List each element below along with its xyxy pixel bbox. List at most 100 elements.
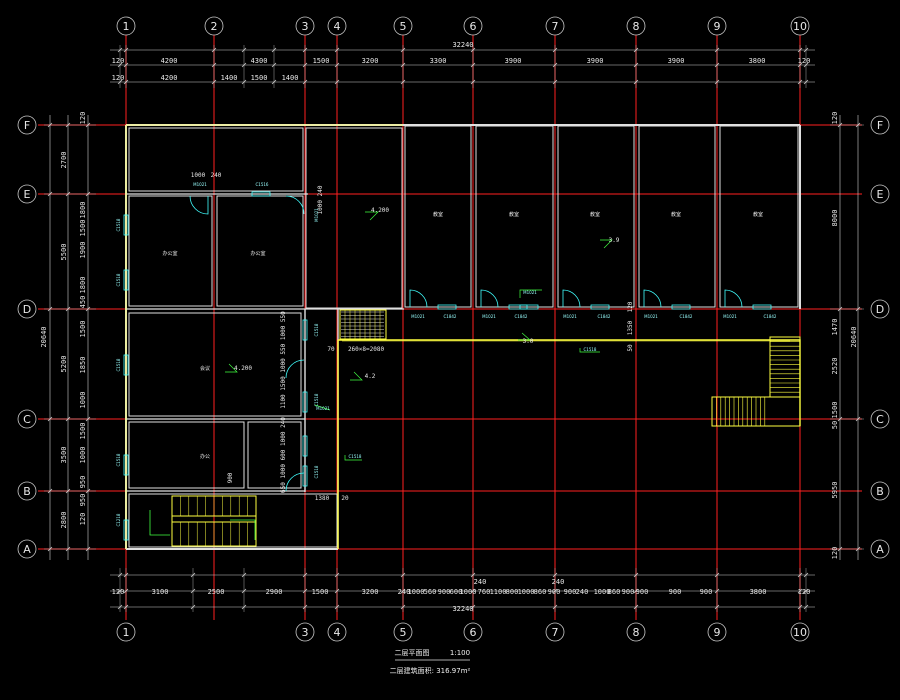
- room-wall: [128, 312, 302, 417]
- window-mark: [123, 519, 129, 541]
- axis-label-top: 1: [123, 20, 130, 33]
- dim-left-inner: 120: [79, 112, 87, 125]
- window-mark: [508, 304, 528, 310]
- dim-right-inner: 1500: [831, 402, 839, 419]
- dim-stack: 650 1000 600 1000 240: [280, 417, 287, 493]
- dim-left-inner: 1000: [79, 447, 87, 464]
- axis-label-bottom: 10: [793, 626, 807, 639]
- door-swing: [480, 289, 499, 308]
- elev-mark: [600, 239, 613, 249]
- axis-label-top: 3: [302, 20, 309, 33]
- axis-label-right: D: [876, 303, 884, 316]
- axis-label-right: C: [876, 413, 884, 426]
- axis-bubble-left: [17, 409, 37, 429]
- axis-bubble-right: [870, 539, 890, 559]
- dim-label: 120: [627, 301, 634, 312]
- window-mark: [437, 304, 457, 310]
- room-wall: [128, 421, 245, 489]
- room-wall: [128, 127, 304, 192]
- classroom-label: 教室: [753, 211, 763, 218]
- elevation-label: 4.200: [371, 207, 389, 214]
- dim-bottom-row1b: 900: [564, 588, 577, 596]
- dim-bottom-extra: 900: [700, 588, 713, 596]
- drawing-scale: 1:100: [450, 649, 470, 657]
- axis-bubble-bottom: [116, 622, 136, 642]
- dim-label: 900: [227, 472, 234, 483]
- dim-right-outer: 5950: [831, 482, 839, 499]
- dim-bottom-row1b: 240: [398, 588, 411, 596]
- door-tag: M1021: [411, 314, 425, 319]
- axis-label-bottom: 4: [334, 626, 341, 639]
- dim-bottom-total: 32240: [452, 605, 473, 613]
- dim-top-row2: 1400: [282, 74, 299, 82]
- window-mark: [671, 304, 691, 310]
- door-tag: M1021: [193, 182, 207, 187]
- dim-bottom-row1: 120: [798, 588, 811, 596]
- annotations: [149, 211, 613, 540]
- axis-bubble-bottom: [626, 622, 646, 642]
- axis-label-top: 4: [334, 20, 341, 33]
- dim-bottom-row1: 2900: [266, 588, 283, 596]
- dim-left-inner: 1500: [79, 321, 87, 338]
- dim-left-outer: 5500: [60, 244, 68, 261]
- axis-label-right: A: [876, 543, 884, 556]
- dim-left-outer: 3500: [60, 447, 68, 464]
- dim-bottom-row1b: 1000: [460, 588, 477, 596]
- dim-label: 50: [627, 344, 634, 352]
- elevation-label: 4.200: [234, 365, 252, 372]
- axis-bubble-left: [17, 184, 37, 204]
- axis-label-left: F: [24, 119, 30, 132]
- window-mark: [302, 465, 308, 487]
- door-tag: C1518: [349, 454, 362, 459]
- elev-mark: [225, 363, 238, 373]
- dim-bottom-row1b: 1100: [490, 588, 507, 596]
- axis-label-top: 9: [714, 20, 721, 33]
- window-tag: C1518: [314, 393, 319, 406]
- axis-label-bottom: 5: [400, 626, 407, 639]
- dim-top-row1: 4200: [161, 57, 178, 65]
- dim-right-inner: 1470: [831, 319, 839, 336]
- window-mark: [302, 435, 308, 457]
- axis-label-top: 10: [793, 20, 807, 33]
- elev-mark: [350, 371, 363, 381]
- dim-bottom-row1b: 860: [534, 588, 547, 596]
- axis-label-left: D: [23, 303, 31, 316]
- axis-bubble-top: [545, 16, 565, 36]
- dim-right-inner: 120: [831, 547, 839, 560]
- dim-left-inner: 1800: [79, 277, 87, 294]
- dim-right-total: 20640: [850, 326, 858, 347]
- door-tag: M1021: [482, 314, 496, 319]
- dim-bottom-row1: 120: [112, 588, 125, 596]
- room-label: 办公: [200, 453, 210, 460]
- door-tag: C1842: [598, 314, 611, 319]
- door-swing: [189, 195, 209, 215]
- window-mark: [302, 319, 308, 341]
- axis-label-top: 8: [633, 20, 640, 33]
- window-tag: C1518: [314, 323, 319, 336]
- axis-label-right: B: [876, 485, 884, 498]
- dim-top-row1: 3800: [749, 57, 766, 65]
- dim-left-inner: 1500: [79, 220, 87, 237]
- dim-right-inner: 120: [831, 112, 839, 125]
- leader: [344, 455, 362, 461]
- leader: [579, 348, 600, 353]
- dim-bottom-row1b: 1000: [408, 588, 425, 596]
- room-wall: [305, 127, 403, 309]
- axis-bubble-left: [17, 299, 37, 319]
- door-tag: C1842: [680, 314, 693, 319]
- dim-left-outer: 2700: [60, 152, 68, 169]
- dim-left-inner: 950: [79, 494, 87, 507]
- door-tag: M1021: [644, 314, 658, 319]
- window-tag: C1518: [116, 218, 121, 231]
- axis-bubble-top: [327, 16, 347, 36]
- elevation-label: 3.0: [523, 338, 534, 345]
- door-tag: C1842: [444, 314, 457, 319]
- dim-label: 1380: [315, 495, 330, 502]
- dim-top-row2: 1500: [251, 74, 268, 82]
- window-mark: [123, 454, 129, 476]
- classroom-label: 教室: [509, 211, 519, 218]
- axis-label-bottom: 3: [302, 626, 309, 639]
